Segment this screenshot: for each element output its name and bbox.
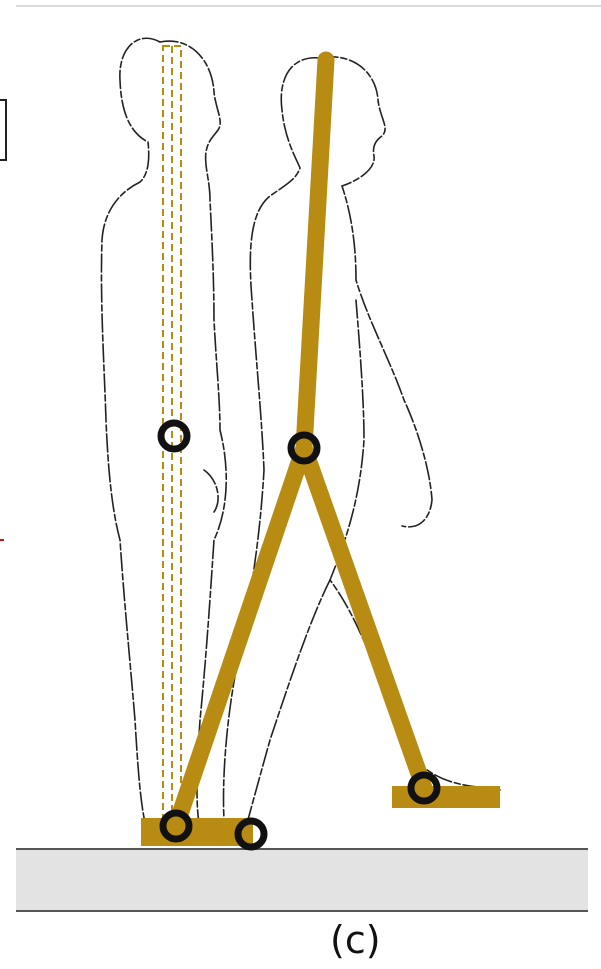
gait-stick-model [176, 60, 424, 826]
floor [16, 849, 588, 911]
trunk-segment [304, 60, 326, 448]
front-leg-segment [304, 448, 424, 788]
cropped-bracket-mark [0, 100, 6, 160]
figure-caption: (c) [330, 918, 381, 962]
standing-leg-dashed-bar [163, 46, 181, 828]
rear-leg-segment [176, 448, 304, 826]
hip-joint-standing [161, 423, 187, 449]
walking-figure-outline [224, 57, 500, 834]
standing-figure-outline [101, 38, 250, 836]
